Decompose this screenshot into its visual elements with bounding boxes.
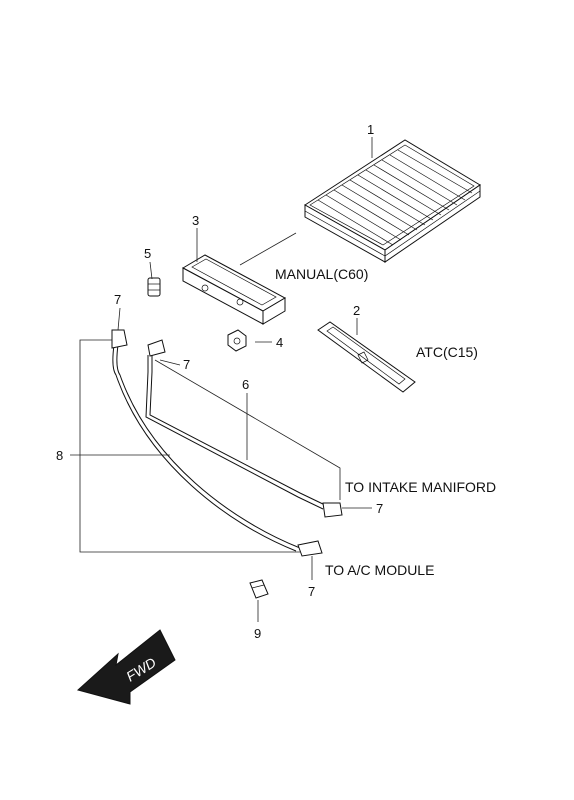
label-atc: ATC(C15): [416, 344, 478, 360]
label-ac-module: TO A/C MODULE: [325, 562, 434, 578]
label-intake: TO INTAKE MANIFORD: [345, 479, 496, 495]
callout-7b: 7: [183, 357, 190, 372]
callout-2: 2: [353, 303, 360, 318]
clip: [249, 579, 269, 599]
text-labels: MANUAL(C60) ATC(C15) TO INTAKE MANIFORD …: [275, 266, 496, 578]
callout-7a: 7: [114, 292, 121, 307]
vacuum-hoses: [111, 329, 343, 557]
label-manual: MANUAL(C60): [275, 266, 368, 282]
callout-9: 9: [254, 626, 261, 641]
atc-cover: [317, 321, 416, 393]
callout-7c: 7: [376, 501, 383, 516]
inlet-duct: [181, 254, 287, 325]
callout-4: 4: [276, 335, 283, 350]
forward-arrow: FWD: [76, 629, 176, 705]
callout-3: 3: [192, 213, 199, 228]
air-filter: [304, 139, 481, 263]
callout-numbers: 1 3 5 7 2 4 7 6 8 7 7 9: [56, 122, 383, 641]
callout-6: 6: [242, 377, 249, 392]
connector-fitting: [147, 277, 161, 297]
callout-1: 1: [367, 122, 374, 137]
callout-8: 8: [56, 448, 63, 463]
callout-7d: 7: [308, 584, 315, 599]
callout-5: 5: [144, 246, 151, 261]
nut: [227, 329, 247, 352]
leader-lines: [70, 137, 373, 622]
